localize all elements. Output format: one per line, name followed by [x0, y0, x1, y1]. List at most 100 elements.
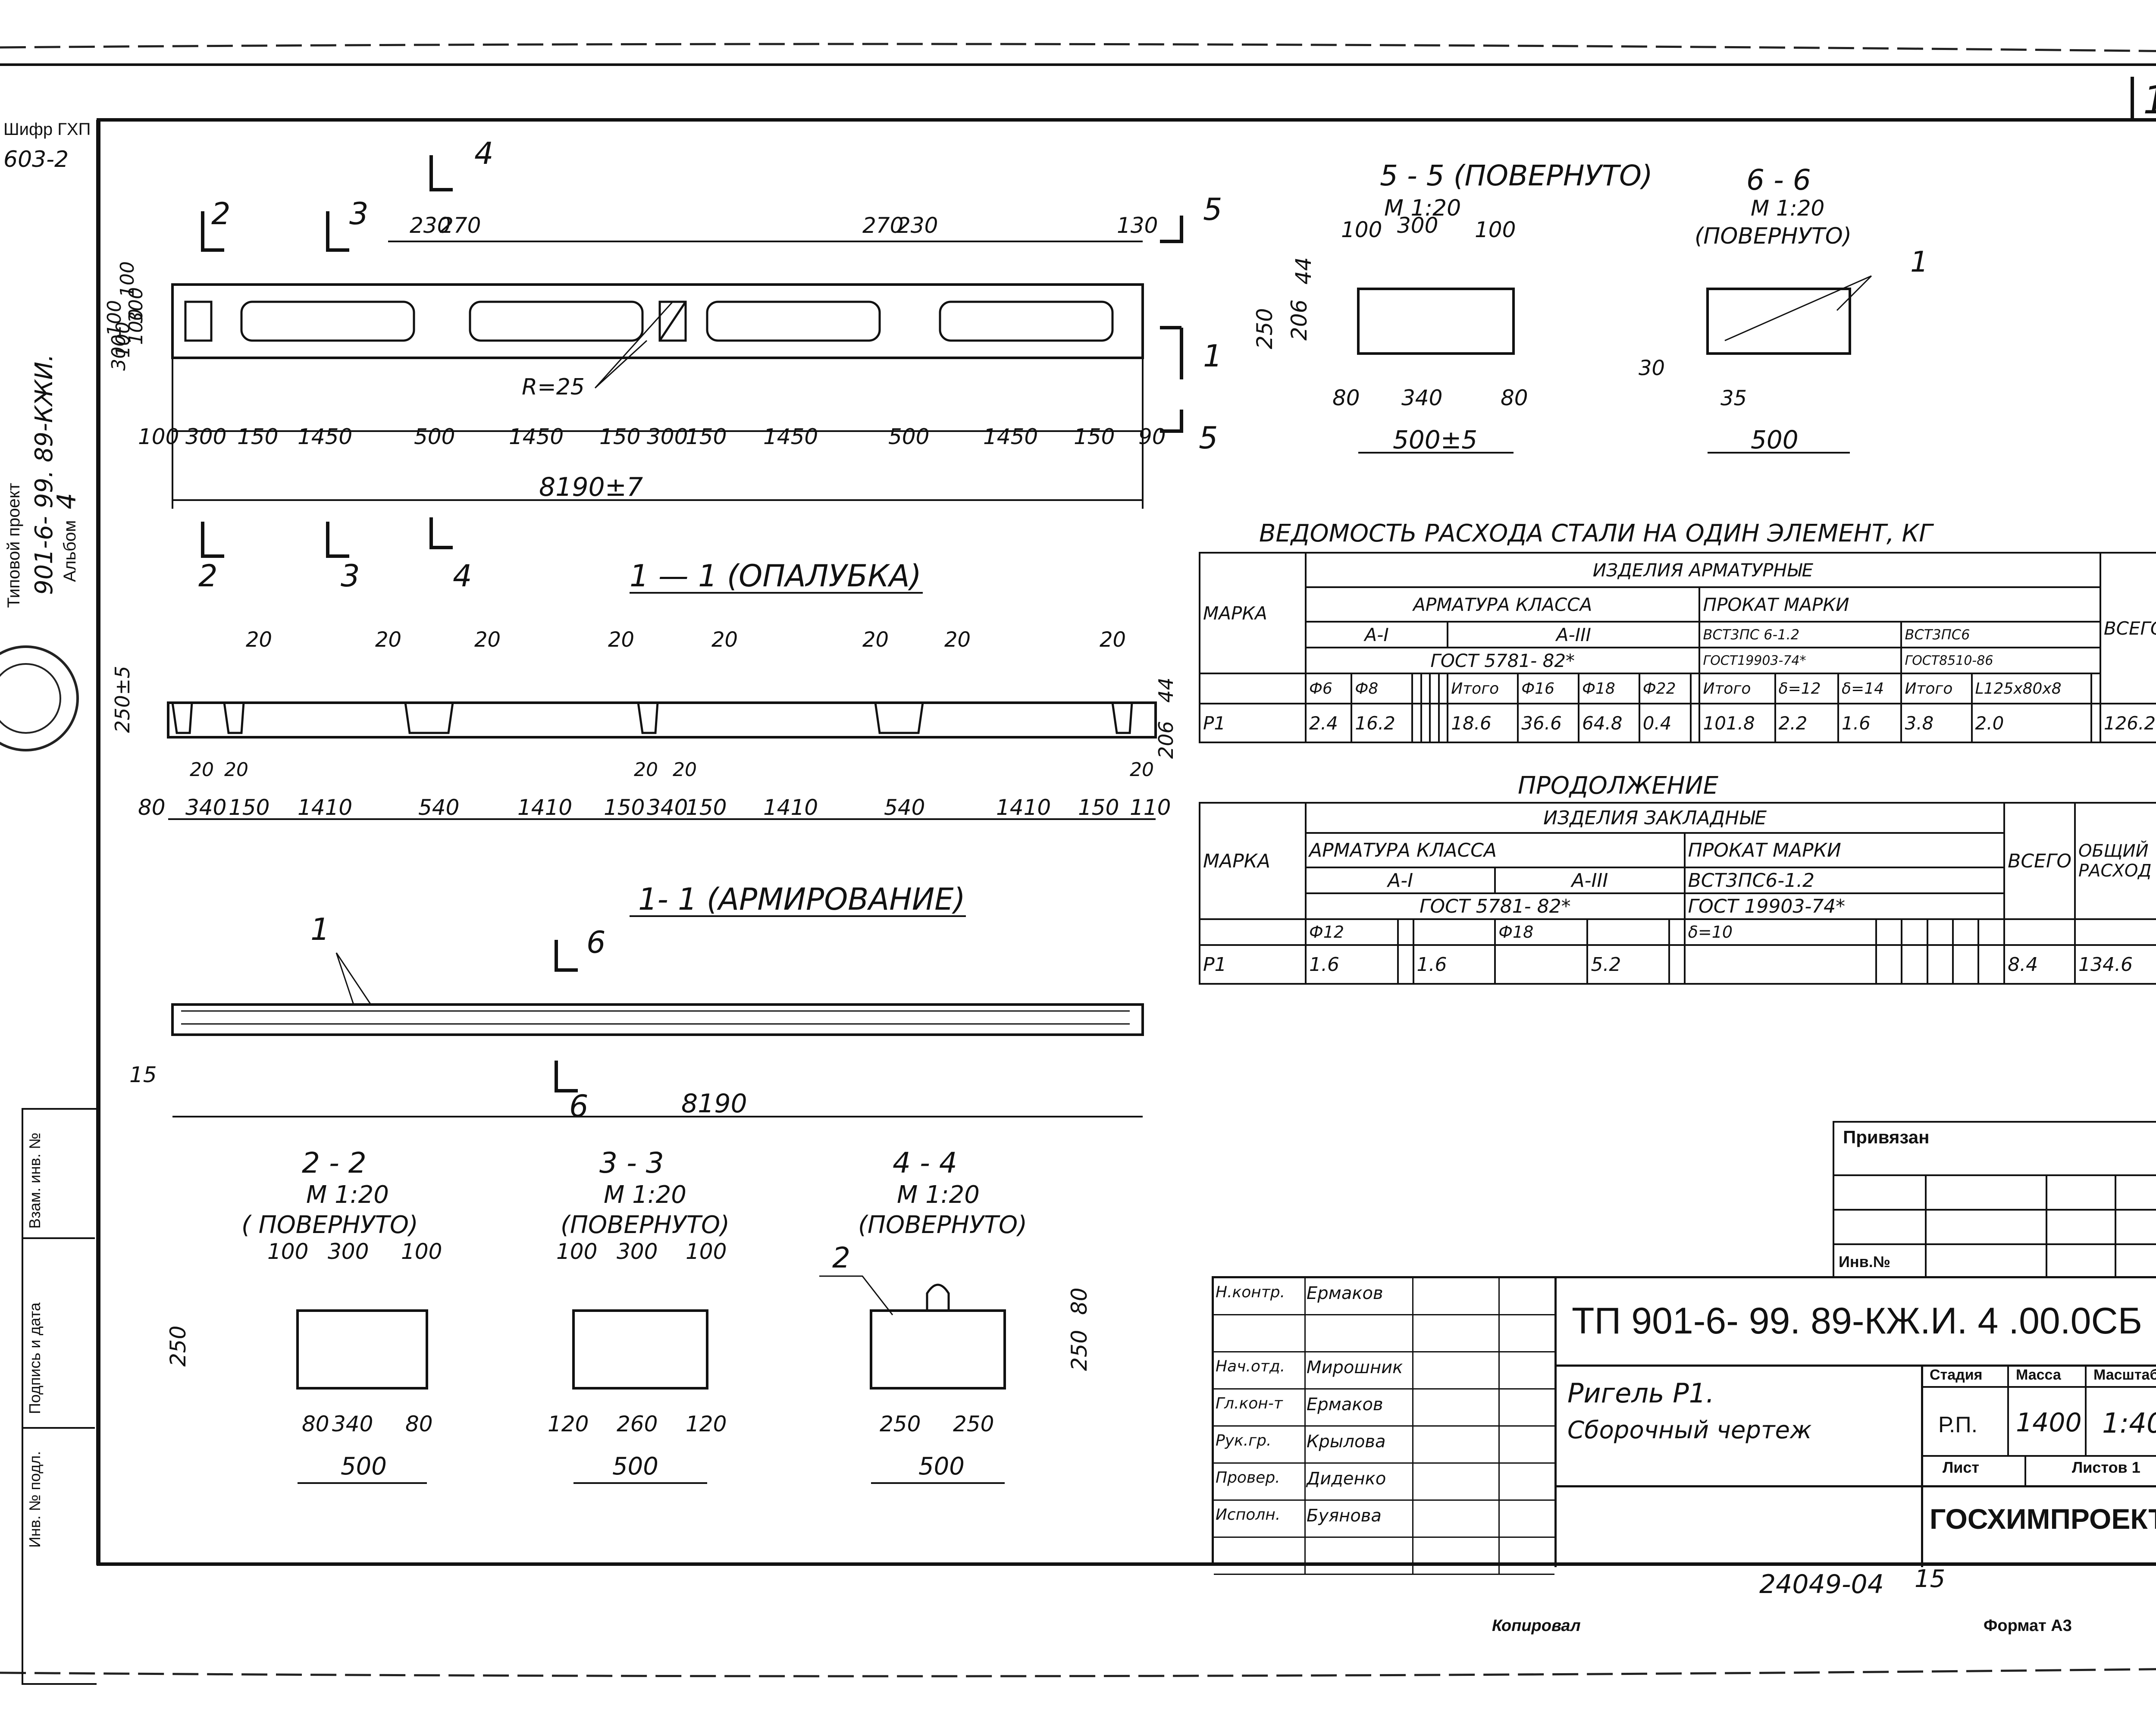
elevation-dim-bottom: 1450: [983, 424, 1038, 449]
reinf-overall: 8190: [681, 1089, 747, 1119]
mass-value: 1400: [2016, 1408, 2082, 1438]
elevation-cut-mark: 5: [1203, 192, 1222, 227]
signature-role: Нач.отд.: [1216, 1358, 1285, 1375]
signature-row: [1214, 1538, 1554, 1575]
formwork-title: 1 — 1 (ОПАЛУБКА): [630, 558, 921, 594]
steel-col-header: Ф22: [1638, 673, 1692, 704]
s33-dim-top: 100: [556, 1239, 597, 1264]
steel-col-header: [1689, 673, 1701, 704]
cont-h-vst: ВСТ3ПС6-1.2: [1683, 867, 2006, 894]
cont-table-title: ПРОДОЛЖЕНИЕ: [1518, 772, 1718, 800]
s22-scale: М 1:20: [306, 1181, 389, 1209]
steel-row-value: [1689, 703, 1701, 743]
cont-row-value: [1397, 944, 1414, 985]
mass-label: Масса: [2016, 1367, 2061, 1383]
steel-col-header: Итого: [1900, 673, 1973, 704]
steel-row-value: 1.6: [1837, 703, 1902, 743]
formwork-dim-mid: 20: [224, 759, 248, 781]
steel-table: МАРКА ИЗДЕЛИЯ АРМАТУРНЫЕ ВСЕГО АРМАТУРА …: [1199, 552, 2156, 743]
s44-overall: 500: [918, 1452, 965, 1480]
elevation-cut-mark: 4: [453, 558, 472, 594]
signature-name: Крылова: [1307, 1432, 1386, 1452]
steel-col-header: L125x80x8: [1971, 673, 2093, 704]
steel-col-header: [1411, 673, 1422, 704]
cont-row-value: 1.6: [1304, 944, 1399, 985]
elevation-dim-top: 230: [897, 213, 938, 238]
s33-note: (ПОВЕРНУТО): [561, 1211, 730, 1239]
s66-scale: М 1:20: [1751, 196, 1824, 221]
formwork-dim-top: 20: [1100, 628, 1126, 652]
steel-row-value: 2.2: [1774, 703, 1839, 743]
formwork-dim-bottom: 150: [604, 795, 645, 820]
signature-row: Исполн.Буянова: [1214, 1501, 1554, 1538]
s22-dim-top: 300: [328, 1239, 369, 1264]
s22-dim-top: 100: [401, 1239, 442, 1264]
cont-h-gost2: ГОСТ 19903-74*: [1683, 892, 2006, 920]
s55-scale: М 1:20: [1384, 195, 1461, 221]
cont-row-value: 1.6: [1412, 944, 1496, 985]
cont-row-value: 8.4: [2003, 944, 2076, 985]
elevation-dim-bottom: 1450: [298, 424, 352, 449]
signature-row: Н.контр.Ермаков: [1214, 1278, 1554, 1315]
cont-col-empty: [1397, 918, 1414, 946]
steel-row-value: [1438, 703, 1449, 743]
cont-row-value: 134.6: [2074, 944, 2156, 985]
formwork-dim-side: 206: [1154, 721, 1178, 759]
stage-label: Стадия: [1930, 1367, 1983, 1383]
elevation-dim-bottom: 150: [237, 424, 278, 449]
signature-role: Провер.: [1216, 1469, 1280, 1487]
drawing-name: Ригель Р1.: [1567, 1377, 1714, 1409]
signature-name: Ермаков: [1307, 1283, 1383, 1303]
s33-dim-bottom: 260: [617, 1412, 658, 1437]
signature-name: Буянова: [1307, 1506, 1382, 1526]
s66-note: (ПОВЕРНУТО): [1695, 223, 1852, 249]
steel-row-value: [1429, 703, 1440, 743]
copied-label: Копировал: [1492, 1617, 1581, 1635]
elevation-cut-mark: 1: [1203, 338, 1222, 374]
cont-row-value: [1901, 944, 1928, 985]
formwork-dim-bottom: 340: [647, 795, 688, 820]
elevation-dim-left: 300: [108, 335, 130, 371]
elevation-dim-left: 300: [125, 287, 147, 323]
sheet-number: 14: [2143, 78, 2156, 123]
steel-col-header: [2090, 673, 2101, 704]
cont-col-f12: Ф12: [1304, 918, 1399, 946]
elevation-dim-top: 130: [1117, 213, 1158, 238]
s22-title: 2 - 2: [302, 1146, 367, 1180]
elevation-dim-left: 100: [112, 322, 134, 358]
steel-row-value: 18.6: [1447, 703, 1519, 743]
s33-dim-bottom: 120: [686, 1412, 727, 1437]
formwork-dim-top: 20: [608, 628, 634, 652]
elevation-dim-top: 230: [410, 213, 451, 238]
steel-col-header: [1429, 673, 1440, 704]
cont-col-f18: Ф18: [1494, 918, 1589, 946]
steel-row-value: 2.4: [1304, 703, 1353, 743]
drawing-name-2: Сборочный чертеж: [1567, 1416, 1812, 1444]
elevation-dim-left: 100: [125, 309, 147, 345]
elevation-dim-bottom: 300: [647, 424, 688, 449]
steel-h-products: ИЗДЕЛИЯ АРМАТУРНЫЕ: [1305, 552, 2101, 588]
cont-h-products: ИЗДЕЛИЯ ЗАКЛАДНЫЕ: [1304, 802, 2006, 834]
s22-overall: 500: [341, 1452, 387, 1480]
cont-col-empty: [1586, 918, 1670, 946]
inv-label: Инв.№: [1839, 1253, 1890, 1271]
elevation-dim-bottom: 150: [1074, 424, 1115, 449]
s33-overall: 500: [612, 1452, 658, 1480]
signature-row: Нач.отд.Мирошник: [1214, 1352, 1554, 1390]
s66-dim-500: 500: [1751, 425, 1799, 454]
s44-dim-bottom: 250: [880, 1412, 921, 1437]
elevation-cut-mark: 3: [341, 558, 360, 594]
cont-h-a3: А-III: [1494, 867, 1686, 894]
elevation-dim-bottom: 1450: [509, 424, 564, 449]
title-block: Привязан Инв.№ ТП 901-6- 99. 89-КЖ.И. 4 …: [1212, 1121, 2156, 1575]
